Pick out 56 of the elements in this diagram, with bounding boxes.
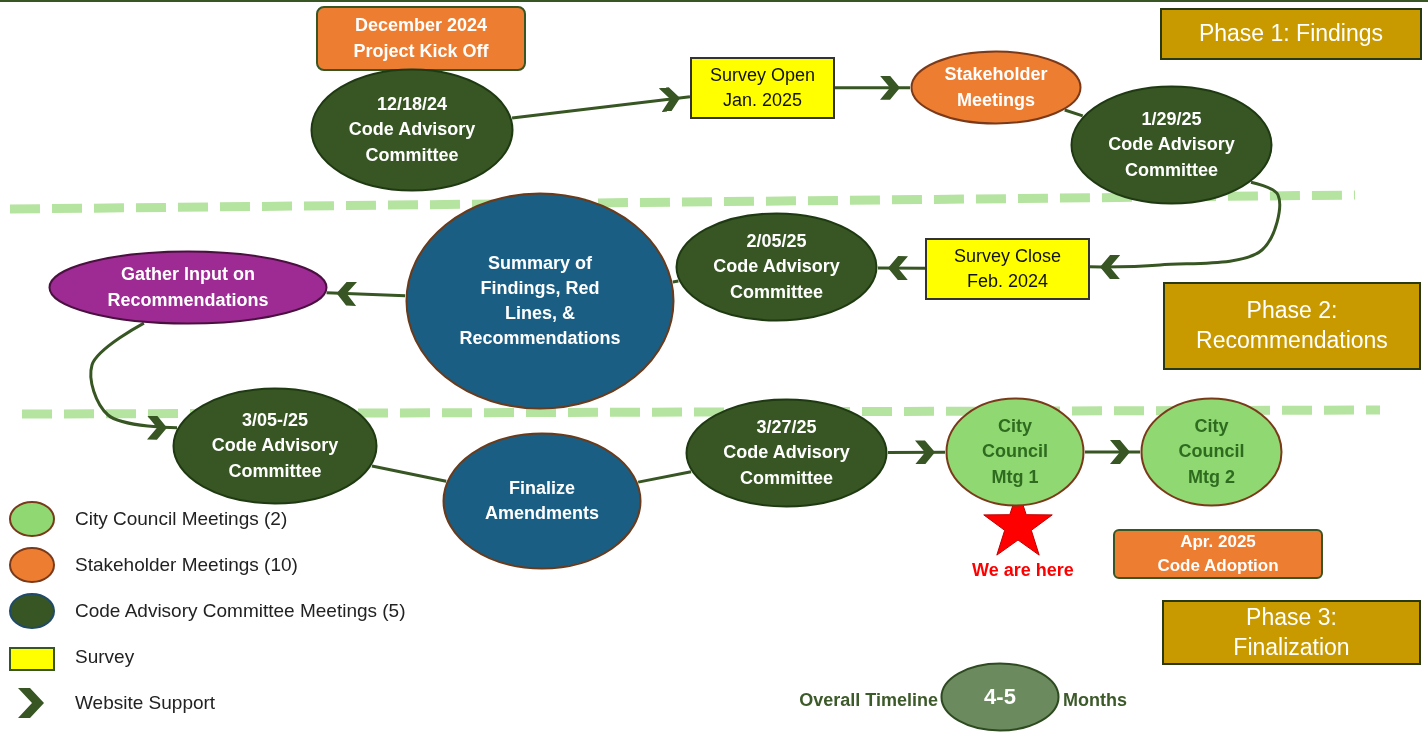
- phase-box: [1162, 600, 1421, 665]
- council-ellipse: [1140, 397, 1283, 507]
- phase-box: [1160, 8, 1422, 60]
- timeline-label: Months: [1063, 690, 1127, 711]
- council-ellipse: [945, 397, 1085, 507]
- legend-text: Code Advisory Committee Meetings (5): [75, 600, 406, 622]
- node-text: Survey Open Jan. 2025: [708, 63, 817, 112]
- node-text: 3/27/25: [756, 416, 817, 440]
- summary-circle: [405, 192, 675, 410]
- meeting-ellipse: [172, 387, 378, 505]
- node-text: Code Advisory Committee: [712, 255, 841, 304]
- meeting-ellipse: [675, 212, 878, 322]
- meeting-ellipse: [910, 50, 1082, 125]
- timeline-label: Overall Timeline: [799, 690, 938, 711]
- milestone-box: [316, 6, 526, 71]
- node-text: Code Adoption: [1157, 555, 1279, 577]
- node-text: Stakeholder Meetings: [943, 63, 1049, 112]
- node-text: Summary of Findings, Red Lines, & Recommendations: [459, 251, 621, 351]
- node-text: 1/29/25: [1141, 108, 1202, 132]
- meeting-ellipse: [685, 398, 888, 508]
- connector-line: [637, 470, 692, 484]
- duration-ellipse: [940, 662, 1060, 732]
- milestone-box: [1113, 529, 1323, 579]
- legend-text: Survey: [75, 646, 135, 668]
- node-text: Apr. 2025: [1180, 531, 1256, 554]
- node-text: 12/18/24: [376, 93, 448, 117]
- node-text: 4-5: [984, 682, 1016, 711]
- node-text: Finalize Amendments: [484, 476, 600, 525]
- legend-text: Stakeholder Meetings (10): [75, 554, 298, 576]
- legend-text: Website Support: [75, 692, 216, 714]
- node-text: Code Advisory Committee: [1107, 133, 1236, 182]
- node-text: City Council Mtg 1: [981, 415, 1049, 489]
- legend-text: City Council Meetings (2): [75, 508, 288, 530]
- meeting-ellipse: [310, 68, 514, 192]
- input-ellipse: [48, 250, 328, 325]
- connector-line: [672, 279, 679, 284]
- node-text: Code Advisory Committee: [722, 441, 851, 490]
- node-text: 3/05-/25: [241, 409, 309, 433]
- node-text: City Council Mtg 2: [1177, 415, 1246, 489]
- node-text: Code Advisory Committee: [210, 434, 340, 483]
- connector-line: [371, 464, 447, 483]
- survey-box: [690, 57, 835, 119]
- node-text: Phase 2: Recommendations: [1195, 296, 1389, 355]
- phase-box: [1163, 282, 1421, 370]
- meeting-ellipse: [1070, 85, 1273, 205]
- node-text: Gather Input on Recommendations: [106, 263, 270, 312]
- node-text: Code Advisory Committee: [347, 118, 477, 167]
- node-text: Survey Close Feb. 2024: [952, 244, 1062, 293]
- node-text: December 2024 Project Kick Off: [352, 14, 490, 63]
- task-ellipse: [442, 432, 642, 570]
- node-text: Phase 1: Findings: [1198, 19, 1384, 49]
- connector-line: [1064, 108, 1084, 118]
- node-text: 2/05/25: [746, 230, 807, 254]
- node-text: Phase 3: Finalization: [1232, 602, 1351, 662]
- survey-box: [925, 238, 1090, 300]
- callout-text: We are here: [972, 560, 1074, 581]
